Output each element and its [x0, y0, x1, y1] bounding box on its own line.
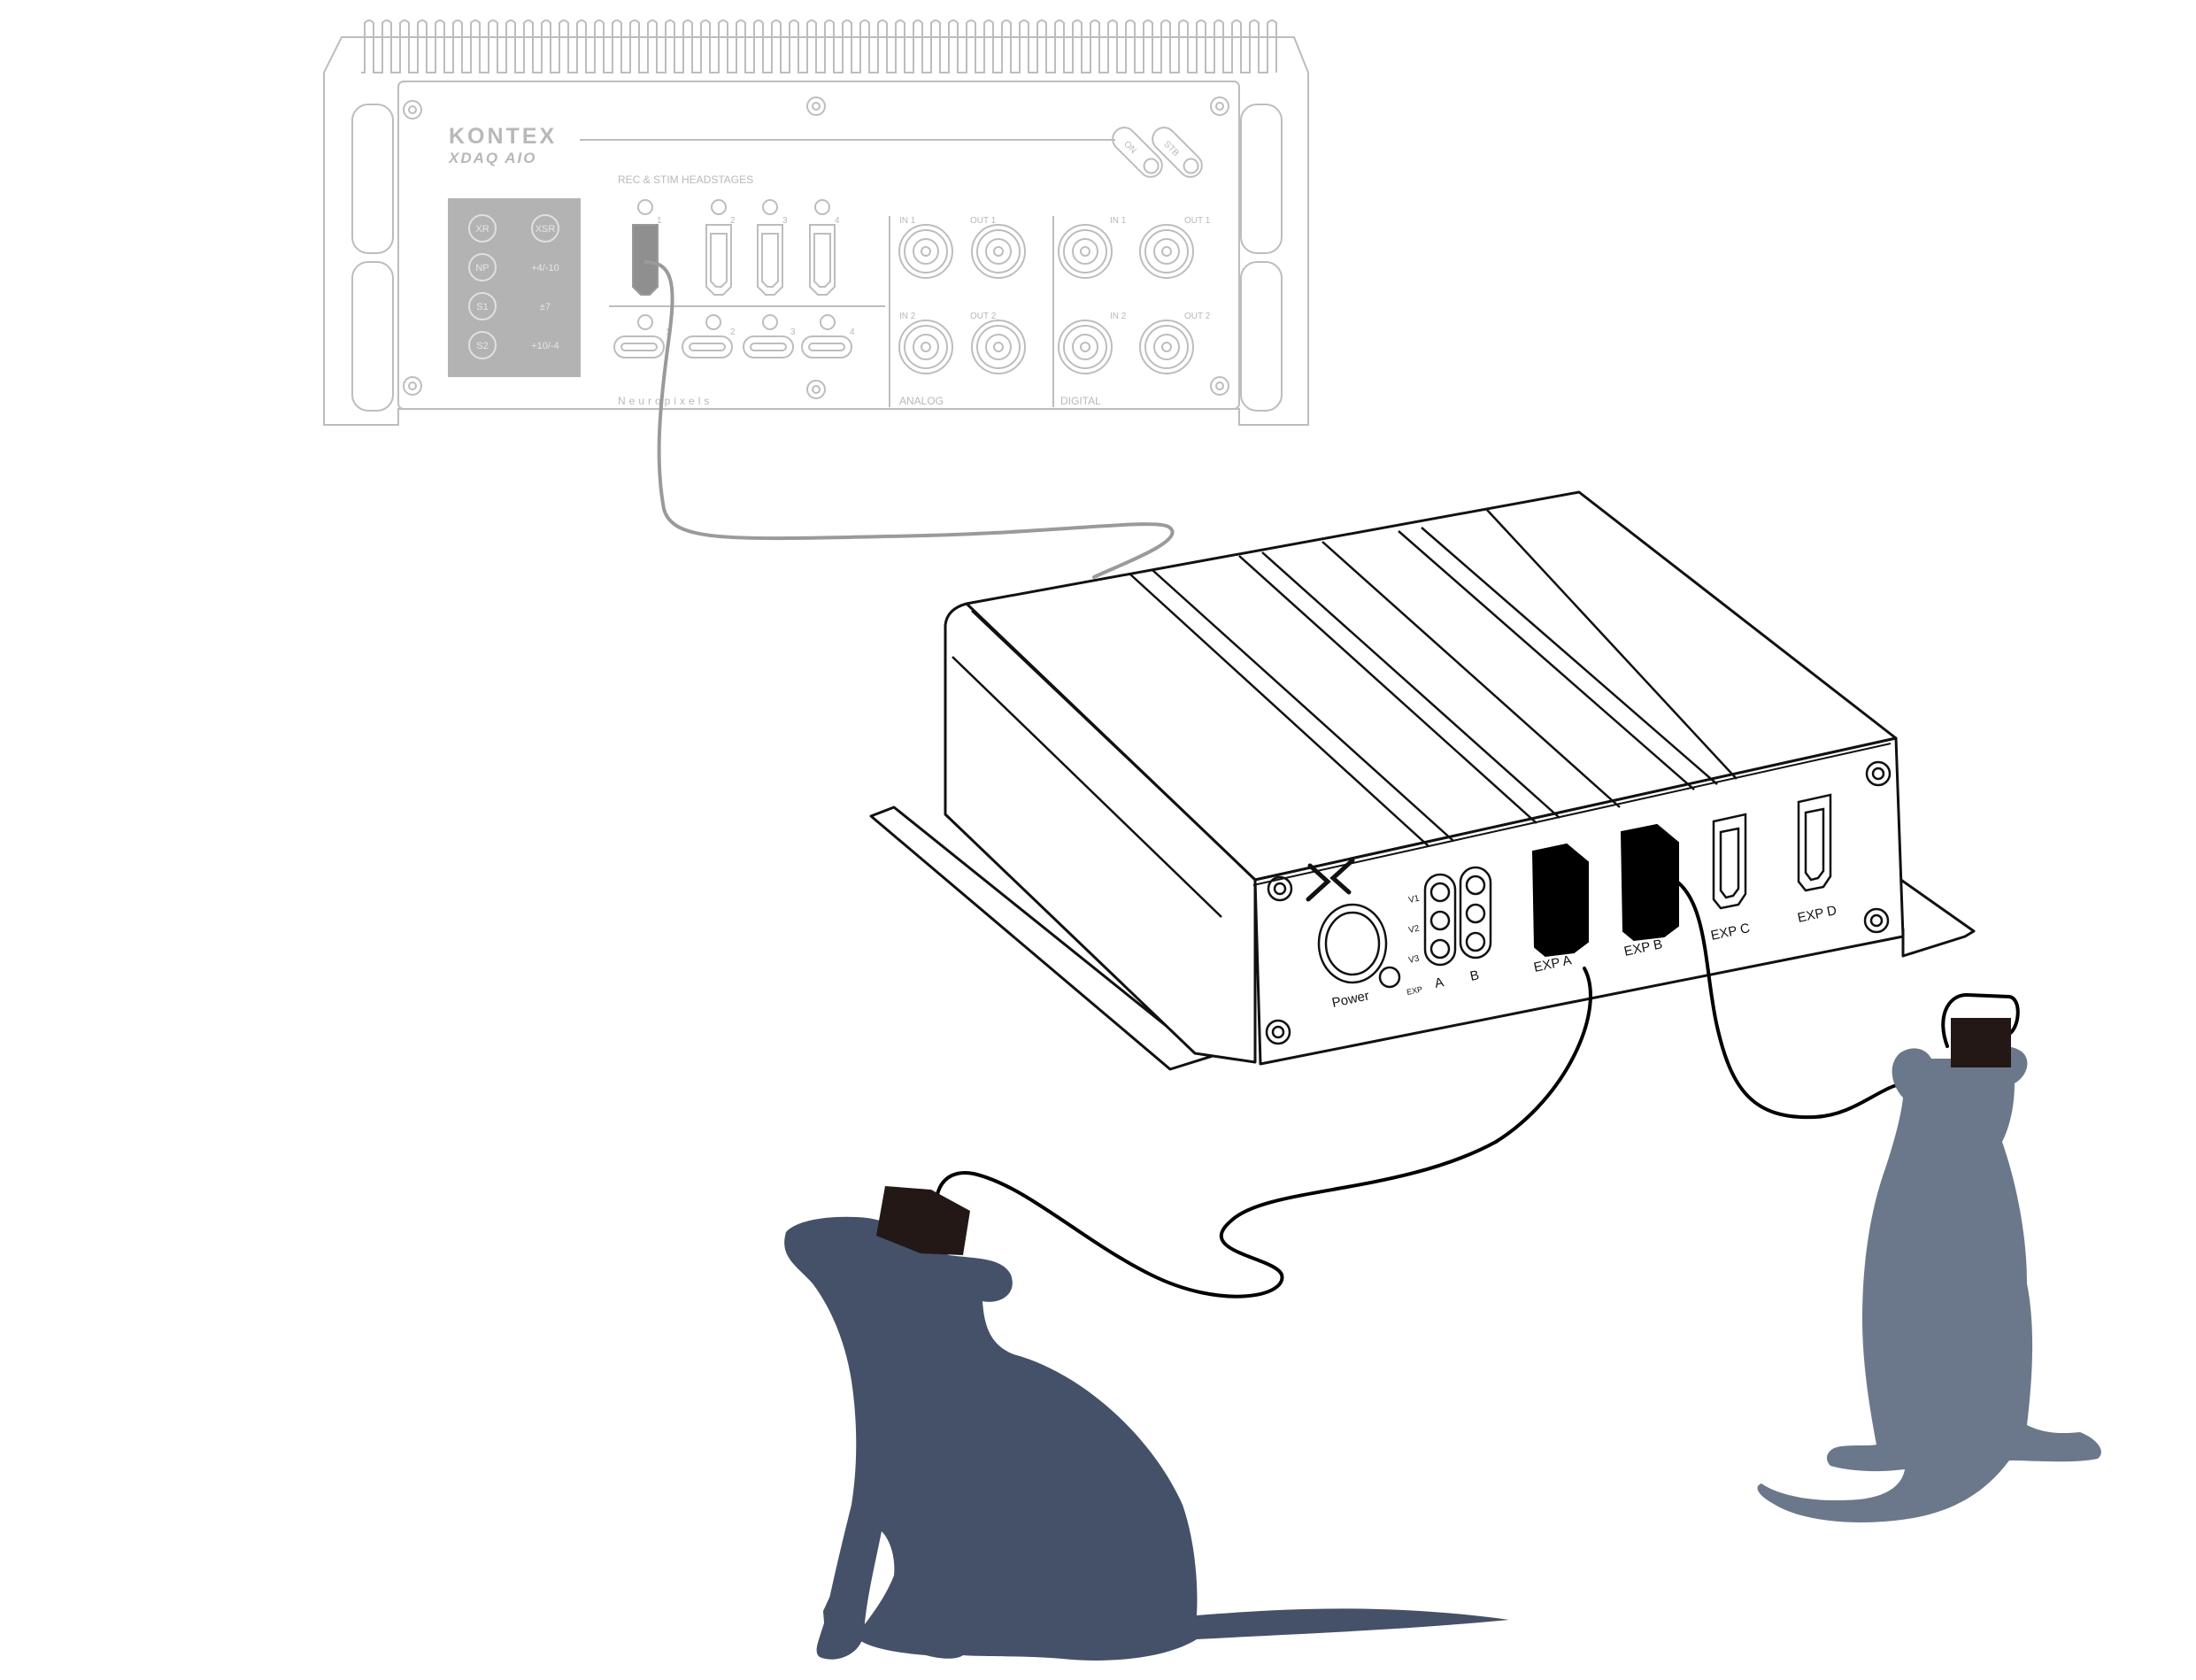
led-column-a: A [1433, 975, 1445, 991]
bnc-connector [898, 224, 953, 279]
bnc-connector [1139, 224, 1194, 279]
analog-label: ANALOG [899, 395, 944, 407]
hub-left-face [944, 602, 1257, 1064]
digital-out1-label: OUT 1 [1184, 216, 1211, 226]
xdaq-mode-panel [448, 198, 581, 377]
exp-b-plug[interactable] [1620, 823, 1679, 942]
led-exp-label: EXP [1406, 984, 1423, 997]
digital-in1-label: IN 1 [1110, 216, 1127, 226]
mode-label-xr: XR [475, 224, 489, 235]
daq-brand: KONTEX [449, 124, 557, 149]
range-label-1: +4/-10 [531, 263, 559, 274]
hdmi-number-1: 1 [657, 216, 662, 226]
range-label-3: +10/-4 [531, 341, 559, 351]
hdmi-cable [643, 260, 1175, 579]
mode-label-s1: S1 [476, 302, 488, 312]
hub-screws [1265, 760, 1892, 1045]
cable-back-rat [1941, 992, 2020, 1048]
bnc-connector [898, 320, 953, 374]
led-column-b: B [1468, 967, 1480, 984]
hdmi-number-4: 4 [835, 216, 840, 226]
hub-top-ridges [952, 509, 1738, 918]
on-indicator-label: ON [1121, 140, 1137, 156]
mode-label-s2: S2 [476, 341, 488, 351]
analog-in1-label: IN 1 [899, 216, 916, 226]
kontex-logo [1306, 858, 1355, 902]
cable-exp-b [1673, 878, 1914, 1120]
hdmi-number-2: 2 [730, 216, 736, 226]
xdaq-aio-device [323, 19, 1309, 426]
bnc-connector [1058, 320, 1113, 374]
led-row-v2: V2 [1407, 924, 1421, 936]
mode-label-np: NP [475, 263, 489, 274]
headstage-front-rat [876, 1186, 970, 1255]
neuropixels-label: Neuropixels [618, 395, 713, 407]
power-button[interactable] [1317, 903, 1401, 989]
exp-d-port[interactable] [1797, 793, 1832, 892]
headstage-back-rat [1951, 1018, 2011, 1067]
bnc-connector [971, 320, 1026, 374]
analog-out2-label: OUT 2 [970, 312, 997, 321]
usbc-number-4: 4 [850, 328, 855, 337]
heatsink-fins [361, 19, 1277, 73]
digital-in2-label: IN 2 [1110, 312, 1127, 321]
led-row-v1: V1 [1407, 894, 1421, 906]
analog-out1-label: OUT 1 [970, 216, 997, 226]
led-indicators [1423, 866, 1492, 967]
bnc-connector [1058, 224, 1113, 279]
cable-exp-a [935, 967, 1592, 1299]
front-panel [397, 81, 1240, 410]
usbc-number-3: 3 [790, 328, 796, 337]
rat-back [1757, 1046, 2101, 1522]
range-label-2: ±7 [540, 302, 551, 312]
hdmi-number-3: 3 [782, 216, 788, 226]
usbc-ports [613, 314, 852, 358]
daq-model: XDAQ AIO [448, 150, 536, 166]
analog-in2-label: IN 2 [899, 312, 916, 321]
exp-a-plug[interactable] [1531, 843, 1589, 958]
bnc-connectors [898, 224, 1194, 374]
bnc-connector [971, 224, 1026, 279]
exp-c-port[interactable] [1712, 813, 1747, 910]
headstage-title: REC & STIM HEADSTAGES [618, 173, 753, 186]
panel-screws [403, 96, 1229, 399]
hdmi-ports [632, 199, 836, 296]
led-row-v3: V3 [1407, 954, 1421, 966]
mode-label-xsr: XSR [536, 224, 556, 235]
chassis-outline [323, 36, 1309, 426]
rat-front [784, 1216, 1509, 1661]
digital-label: DIGITAL [1060, 395, 1101, 407]
usbc-number-2: 2 [730, 328, 736, 337]
expansion-hub [869, 490, 1976, 1071]
bnc-connector [1139, 320, 1194, 374]
digital-out2-label: OUT 2 [1184, 312, 1211, 321]
